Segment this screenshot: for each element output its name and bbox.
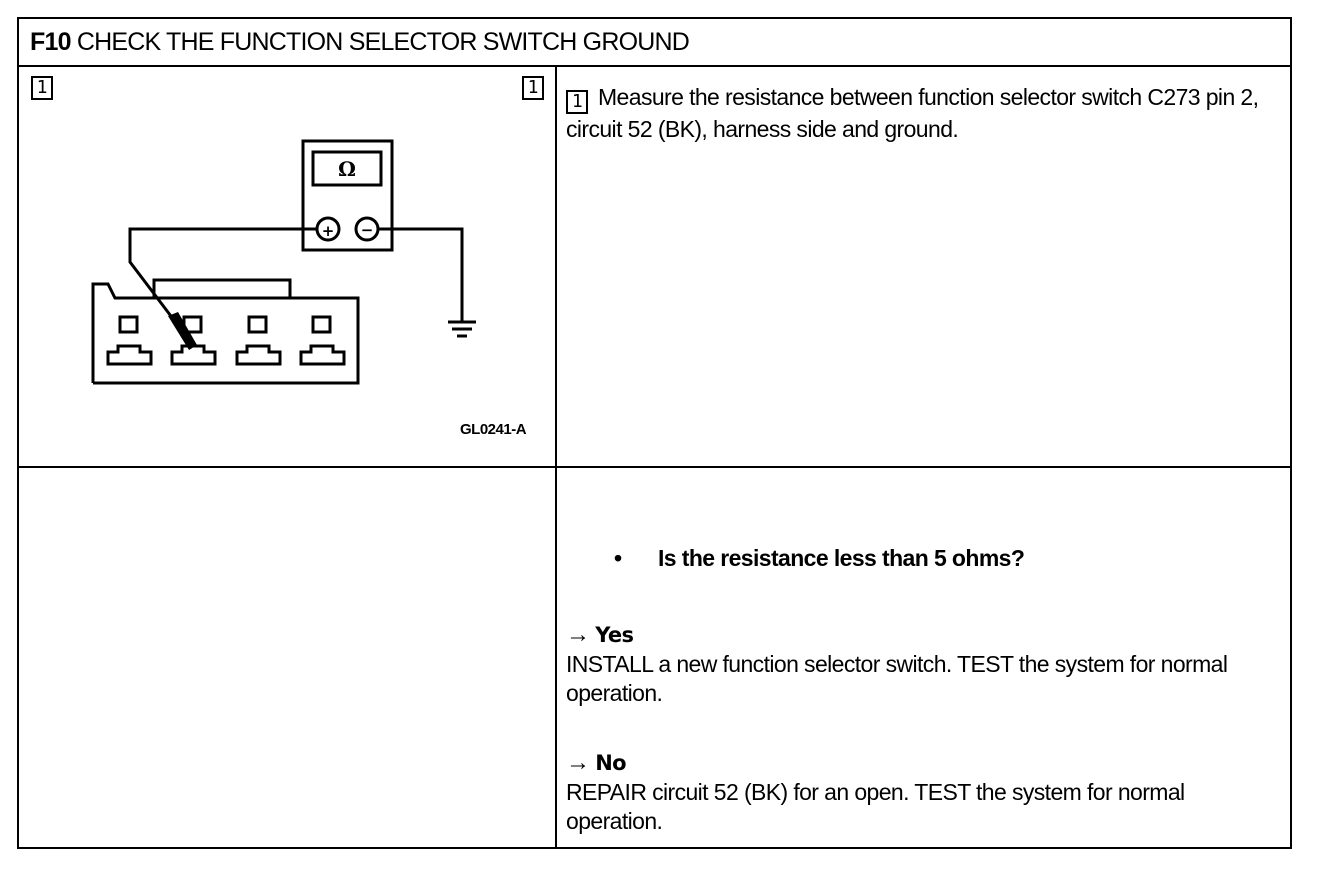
answer-no-text: REPAIR circuit 52 (BK) for an open. TEST…	[566, 779, 1185, 834]
procedure-table	[17, 17, 1292, 849]
row-divider	[17, 466, 1292, 468]
header-divider	[17, 65, 1292, 67]
step-title: F10 CHECK THE FUNCTION SELECTOR SWITCH G…	[30, 28, 690, 57]
question-text: Is the resistance less than 5 ohms?	[658, 545, 1025, 571]
ohmmeter-body	[301, 139, 394, 252]
figure-step-marker-left: 1	[31, 76, 53, 100]
figure-step-marker-right: 1	[522, 76, 544, 100]
ohm-symbol: Ω	[338, 157, 356, 181]
step-code: F10	[30, 28, 71, 56]
arrow-icon: →	[566, 621, 590, 648]
positive-terminal-label: +	[322, 222, 335, 240]
instruction-step-marker: 1	[566, 90, 588, 114]
connector-body	[91, 278, 360, 385]
answer-no-label: No	[595, 751, 627, 775]
instruction-text: Measure the resistance between function …	[566, 84, 1259, 142]
figure-id: GL0241-A	[460, 421, 527, 438]
question: • Is the resistance less than 5 ohms?	[614, 545, 1025, 572]
negative-terminal-label: −	[361, 221, 374, 239]
negative-lead	[378, 227, 464, 322]
answer-yes: → Yes INSTALL a new function selector sw…	[566, 620, 1281, 708]
probe-tip	[168, 312, 197, 350]
column-divider	[555, 65, 557, 849]
answer-yes-text: INSTALL a new function selector switch. …	[566, 651, 1228, 706]
step-title-text: CHECK THE FUNCTION SELECTOR SWITCH GROUN…	[76, 28, 690, 56]
answer-no: → No REPAIR circuit 52 (BK) for an open.…	[566, 748, 1281, 836]
ohmmeter-display	[311, 150, 383, 187]
answer-yes-label: Yes	[595, 623, 634, 647]
arrow-icon: →	[566, 749, 590, 776]
bullet-icon: •	[614, 545, 622, 571]
